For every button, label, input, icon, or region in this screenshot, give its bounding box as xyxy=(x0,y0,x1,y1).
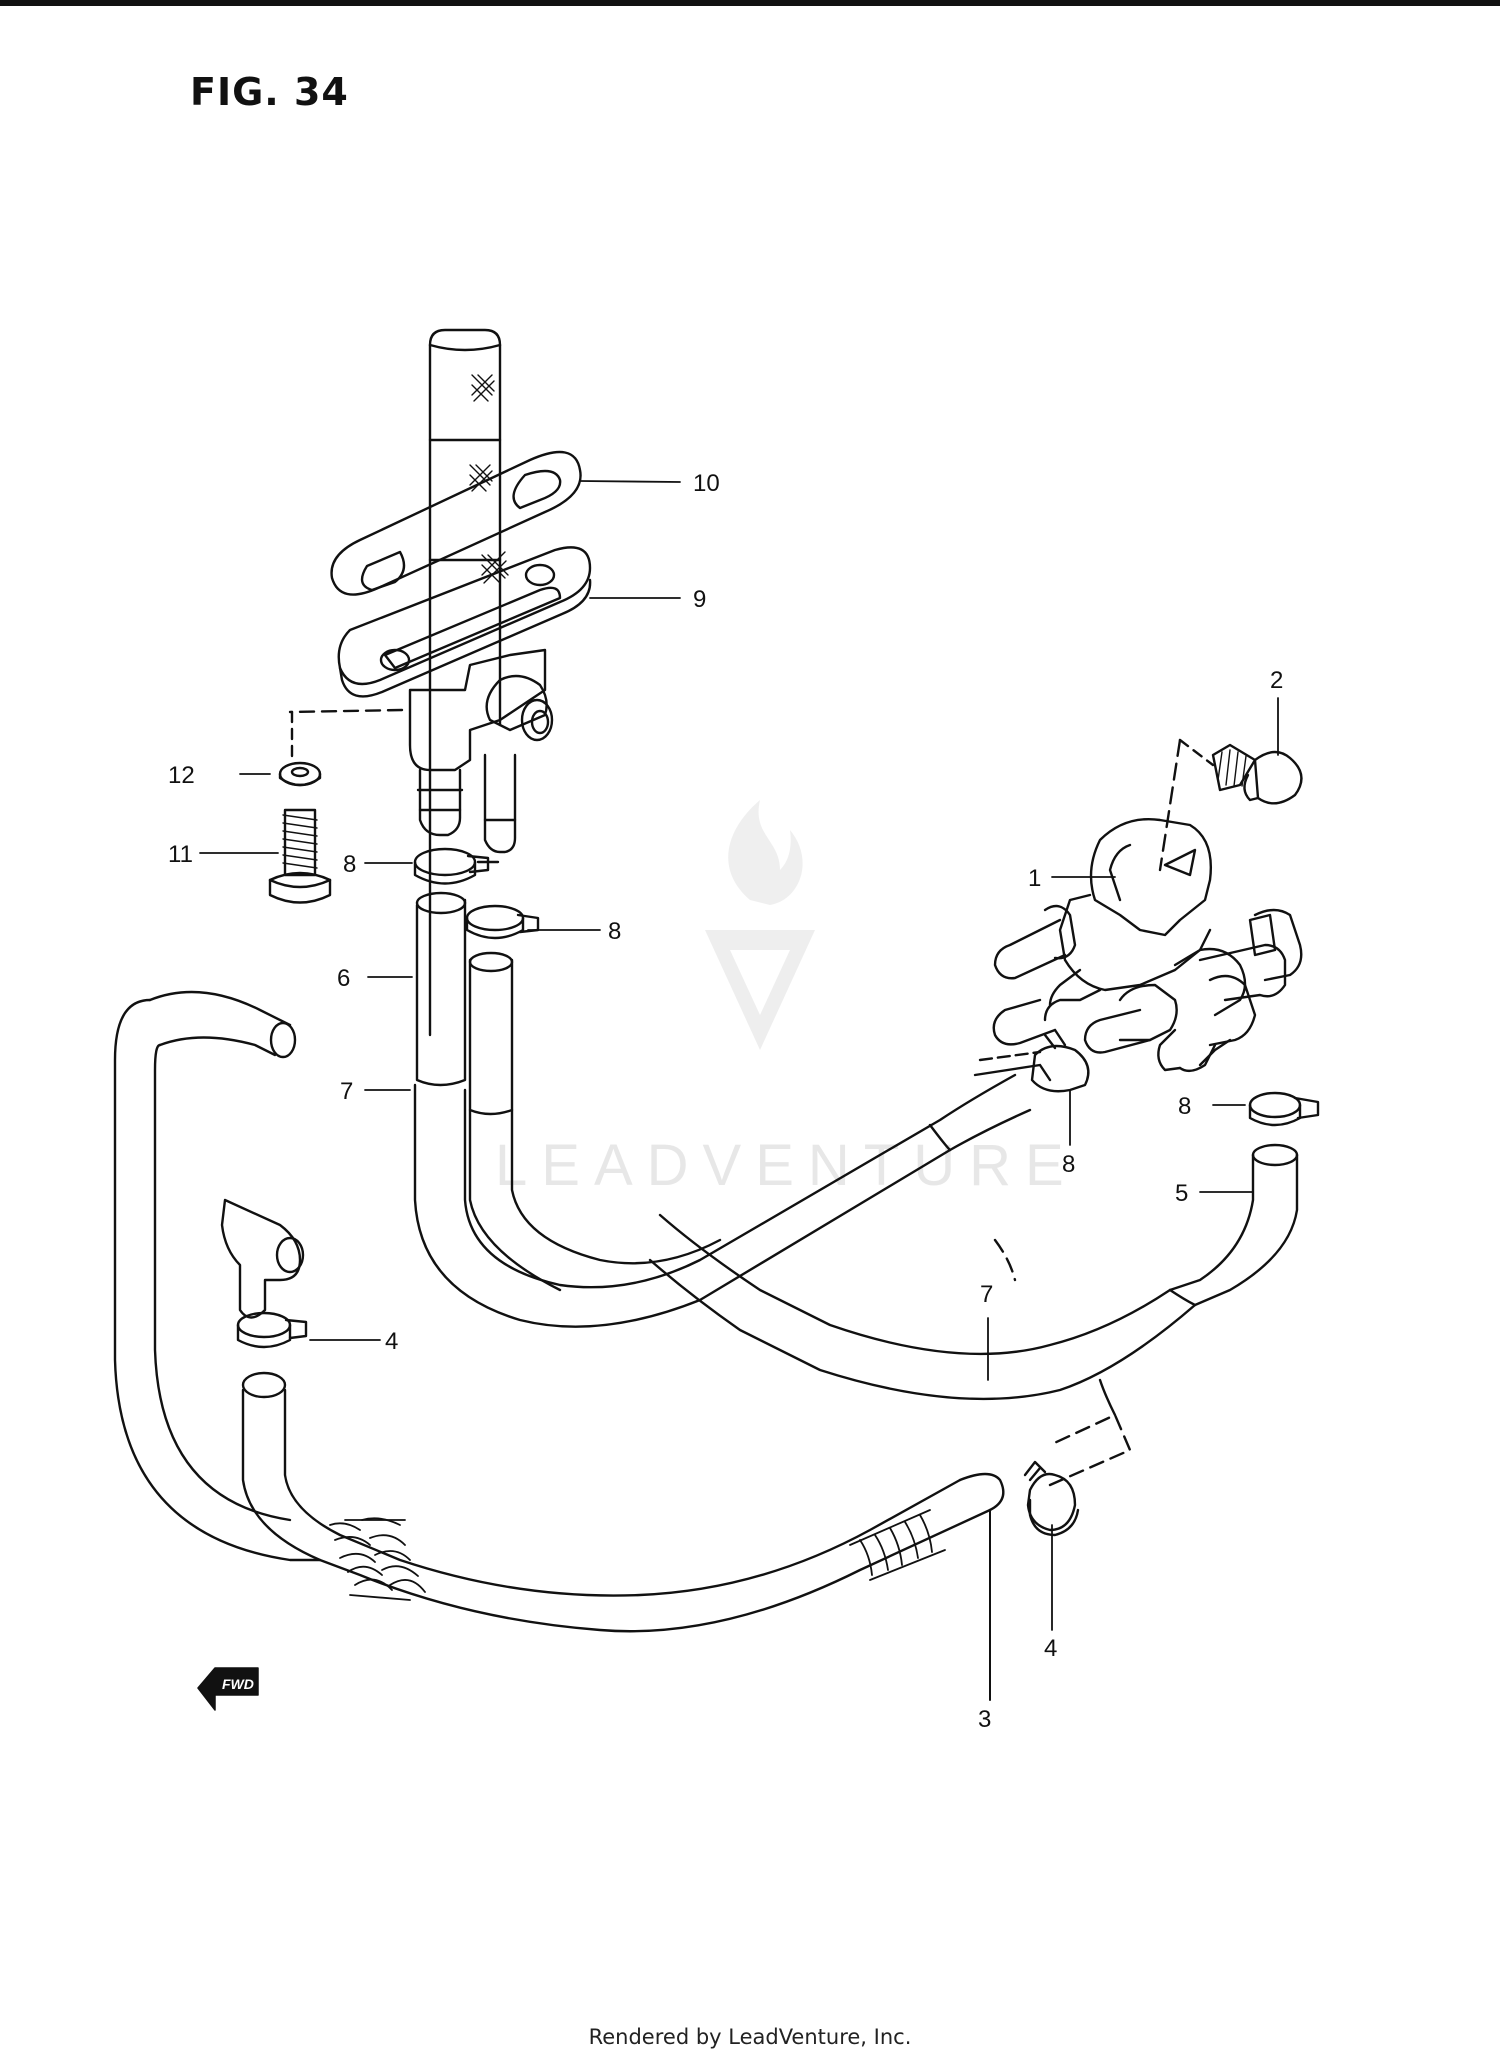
watermark-flame-icon xyxy=(728,800,803,905)
plate-9 xyxy=(337,546,592,686)
hose-7-lower xyxy=(648,1213,1197,1401)
callout-8-upper-right: 8 xyxy=(608,918,621,945)
callout-9: 9 xyxy=(693,586,706,613)
callout-10: 10 xyxy=(693,470,720,497)
hose-3 xyxy=(113,990,1005,1701)
figure-title: FIG. 34 xyxy=(190,70,349,114)
callout-11: 11 xyxy=(168,841,193,868)
watermark-v-icon xyxy=(705,930,815,1050)
hose-5 xyxy=(1168,1143,1299,1307)
washer-12 xyxy=(278,761,322,787)
callout-1: 1 xyxy=(1028,865,1041,892)
callout-4-right: 4 xyxy=(1044,1635,1057,1662)
hose-6 xyxy=(415,891,514,1116)
callout-7-upper: 7 xyxy=(340,1078,353,1105)
fuel-valve-1 xyxy=(992,738,1303,1073)
callout-5: 5 xyxy=(1175,1180,1188,1207)
callout-12: 12 xyxy=(168,762,195,789)
footer-credit: Rendered by LeadVenture, Inc. xyxy=(588,2025,912,2049)
callout-3: 3 xyxy=(978,1706,991,1733)
callout-8-valve: 8 xyxy=(1062,1151,1075,1178)
svg-text:FWD: FWD xyxy=(222,1676,254,1692)
watermark-text: LEADVENTURE xyxy=(495,1133,1078,1198)
clamp-8-upper-left xyxy=(413,847,500,885)
callout-4-left: 4 xyxy=(385,1328,398,1355)
callout-6: 6 xyxy=(337,965,350,992)
callout-8-right: 8 xyxy=(1178,1093,1191,1120)
gasket-10 xyxy=(330,450,582,596)
corrugation-right xyxy=(849,1509,946,1581)
corrugation-left xyxy=(329,1517,426,1601)
top-border xyxy=(0,0,1500,6)
callout-8-upper-left: 8 xyxy=(343,851,356,878)
fwd-arrow-icon: FWD xyxy=(197,1667,259,1711)
clamp-4-right xyxy=(1023,1378,1132,1537)
fuel-cock-assembly xyxy=(288,328,592,1037)
bolt-11 xyxy=(268,808,332,904)
watermark: LEADVENTURE xyxy=(495,800,1078,1198)
clamp-8-valve xyxy=(973,1028,1090,1093)
hose-7-upper xyxy=(413,1073,1032,1328)
callout-labels: 10 9 2 12 11 8 1 8 6 7 8 8 5 7 4 3 4 xyxy=(168,470,1283,1733)
callout-2: 2 xyxy=(1270,667,1283,694)
bolt-2 xyxy=(1178,738,1303,805)
clamp-8-right xyxy=(1248,1091,1320,1127)
callout-7-lower: 7 xyxy=(980,1281,993,1308)
clamp-4-left xyxy=(236,1311,308,1349)
clamp-8-upper-right xyxy=(465,904,540,940)
leader-lines xyxy=(199,480,1279,1631)
